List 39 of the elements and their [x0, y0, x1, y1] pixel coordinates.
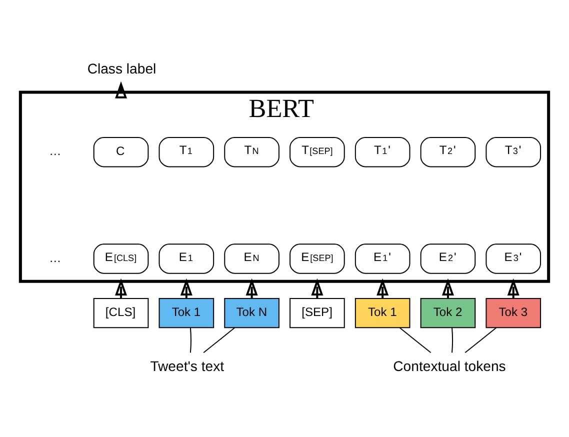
node-box: Tok 3 [486, 298, 542, 328]
arrow [507, 278, 520, 298]
node-box: E1 [158, 244, 214, 274]
connector [400, 328, 432, 354]
node-box: T[SEP] [290, 137, 345, 168]
label: … [49, 144, 62, 158]
node-box: T2' [420, 137, 476, 168]
arrow [311, 278, 324, 298]
arrow [442, 278, 454, 298]
label: … [49, 250, 62, 265]
node-box: E[CLS] [93, 244, 149, 274]
node-box: T1' [354, 137, 410, 168]
node-box: T3' [486, 137, 542, 168]
connector [203, 328, 235, 354]
node-box: [SEP] [290, 298, 345, 328]
arrow [180, 278, 192, 298]
connector [190, 328, 192, 353]
node-box: TN [224, 137, 280, 168]
node-box: Tok 1 [158, 298, 214, 328]
node-box: T1 [158, 137, 214, 168]
arrow [115, 81, 128, 98]
node-box: [CLS] [93, 298, 149, 328]
node-box: E[SEP] [290, 244, 345, 274]
connector [464, 328, 496, 354]
node-box: EN [224, 244, 280, 274]
node-text: Class label [87, 60, 156, 76]
arrow [115, 278, 128, 298]
node-box: Tok N [224, 298, 280, 328]
node-box: C [93, 137, 149, 168]
node-text: Contextual tokens [393, 358, 506, 374]
node-box: Tok 1 [354, 298, 410, 328]
arrow [376, 278, 389, 298]
node-box: E1' [354, 244, 410, 274]
node-text: Tweet's text [150, 358, 224, 374]
node-box: E3' [486, 244, 542, 274]
arrow [246, 278, 258, 298]
connector [452, 328, 453, 353]
node-box: E2' [420, 244, 476, 274]
node-box: Tok 2 [420, 298, 476, 328]
